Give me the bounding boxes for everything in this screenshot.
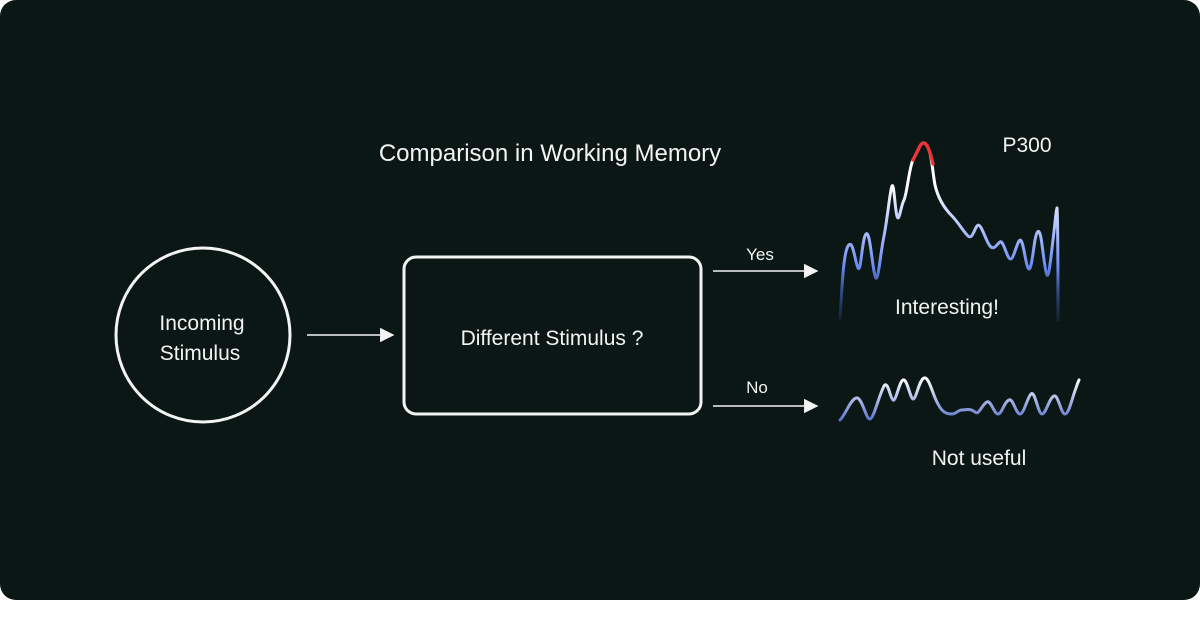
p300-waveform xyxy=(838,141,1060,322)
edge-label-no: No xyxy=(746,378,768,397)
flow-diagram: Comparison in Working Memory Incoming St… xyxy=(114,134,1081,470)
decision-label: Different Stimulus ? xyxy=(461,327,644,350)
p300-label: P300 xyxy=(1002,134,1051,157)
incoming-stimulus-node xyxy=(114,246,292,424)
diagram-title: Comparison in Working Memory xyxy=(379,140,721,167)
diagram-panel: Comparison in Working Memory Incoming St… xyxy=(0,0,1200,600)
incoming-stimulus-label-line2: Stimulus xyxy=(160,342,241,365)
incoming-stimulus-label-line1: Incoming xyxy=(159,312,244,335)
decision-node xyxy=(402,255,703,416)
not-useful-caption: Not useful xyxy=(932,447,1027,470)
interesting-caption: Interesting! xyxy=(895,296,999,319)
edge-label-yes: Yes xyxy=(746,245,774,264)
flat-waveform xyxy=(838,376,1081,422)
p300-peak-highlight xyxy=(911,141,935,166)
